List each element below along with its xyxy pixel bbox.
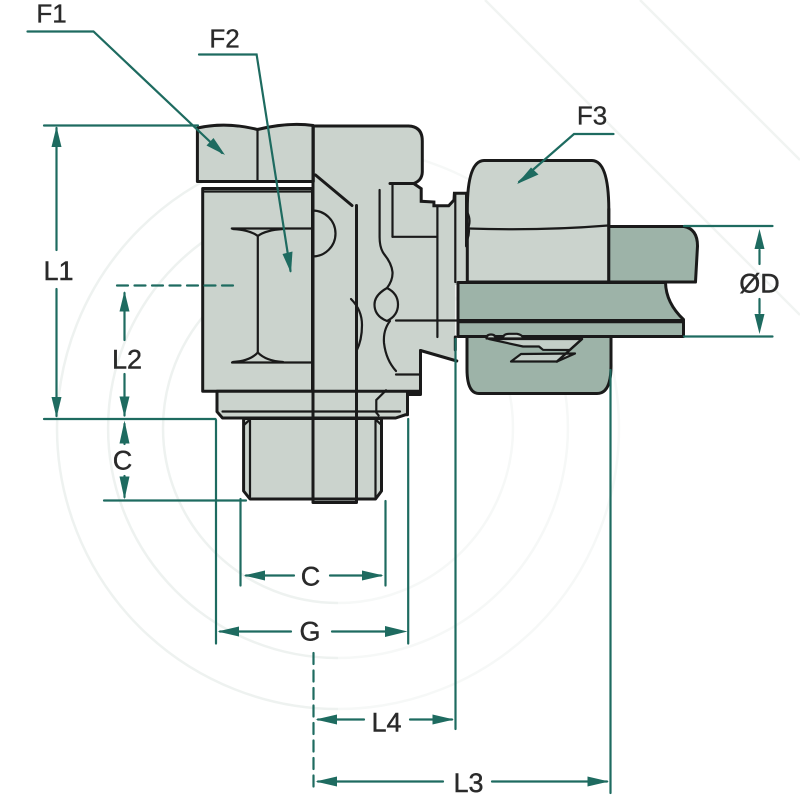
svg-text:F3: F3 [577,101,607,131]
svg-text:C: C [301,562,321,592]
svg-text:ØD: ØD [739,269,780,299]
svg-text:F2: F2 [209,24,239,54]
svg-text:G: G [299,617,320,647]
svg-text:L3: L3 [453,768,483,798]
svg-text:L2: L2 [112,345,142,375]
svg-text:L4: L4 [371,708,401,738]
svg-text:C: C [113,446,133,476]
svg-text:L1: L1 [43,256,73,286]
svg-text:F1: F1 [36,0,66,29]
